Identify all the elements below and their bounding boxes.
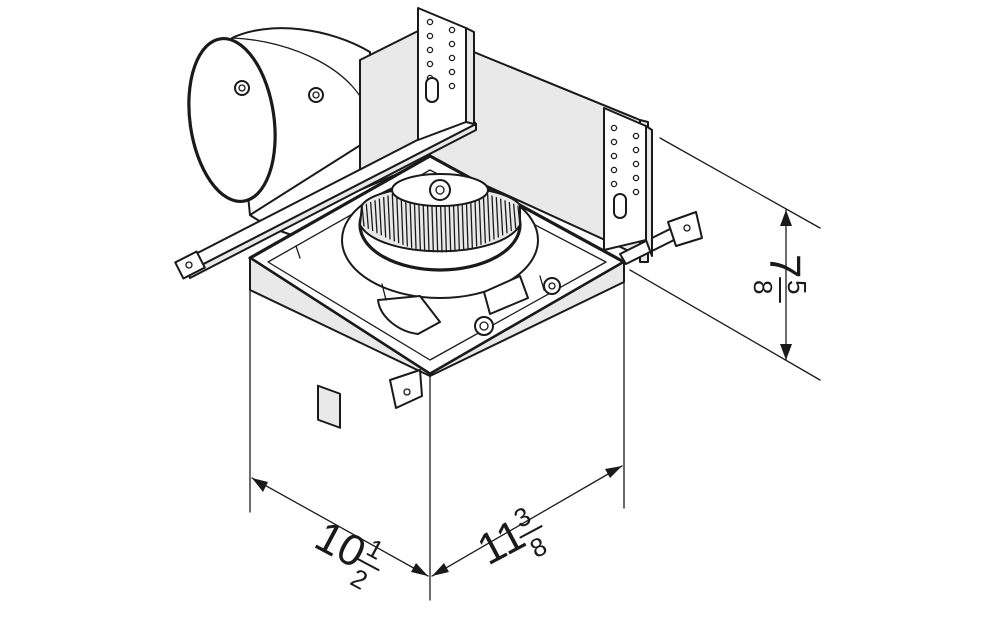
height-whole: 7 [760,254,809,278]
bracket-hole-icon [632,132,640,140]
slot-icon [683,224,691,232]
bracket-hole-icon [632,188,640,196]
blade-line [491,195,495,240]
bracket-hole-icon [610,138,618,146]
blade-line [387,195,391,240]
blade-line [508,201,512,232]
bracket-hole-icon [426,46,434,54]
bracket-hole-icon [610,180,618,188]
blade-line [504,200,508,234]
bracket-hole-icon [448,26,456,34]
blade-line [495,196,499,238]
blade-line [391,193,395,242]
blade-line [396,192,400,244]
bracket-hole-icon [632,174,640,182]
dimension-label-height: 7 5 8 [748,254,812,303]
blade-line [365,203,369,229]
blade-line [374,200,378,234]
bracket-hole-icon [610,166,618,174]
bracket-hole-icon [426,32,434,40]
duct-collar [187,27,401,246]
blade-line [378,198,382,236]
motor-components [295,245,561,429]
dimension-label-left-width: 10 1 2 [307,512,388,596]
blade-line [370,201,374,232]
blade-line [383,196,387,238]
bracket-hole-icon [632,146,640,154]
blade-line [500,198,504,236]
dimension-lines [249,137,821,601]
blade-line [361,205,365,227]
blade-line [517,205,521,227]
bracket-hole-icon [448,68,456,76]
bracket-hole-icon [426,60,434,68]
height-denominator: 8 [748,280,778,294]
blade-line [478,191,482,246]
bracket-hole-icon [448,82,456,90]
slot-icon [185,261,193,269]
slot-icon [403,388,411,396]
bracket-hole-icon [610,124,618,132]
mounting-brackets [417,7,653,257]
bracket-hole-icon [426,18,434,26]
bracket-hole-icon [632,160,640,168]
bracket-hole-icon [610,152,618,160]
bracket-hole-icon [448,40,456,48]
bracket-hole-icon [448,54,456,62]
blade-line [513,203,517,229]
blade-line [487,193,491,242]
blade-line [400,191,404,246]
blower-wheel [341,173,539,299]
hanger-bars [174,113,703,409]
height-numerator: 5 [782,280,812,294]
blade-line [482,192,486,244]
